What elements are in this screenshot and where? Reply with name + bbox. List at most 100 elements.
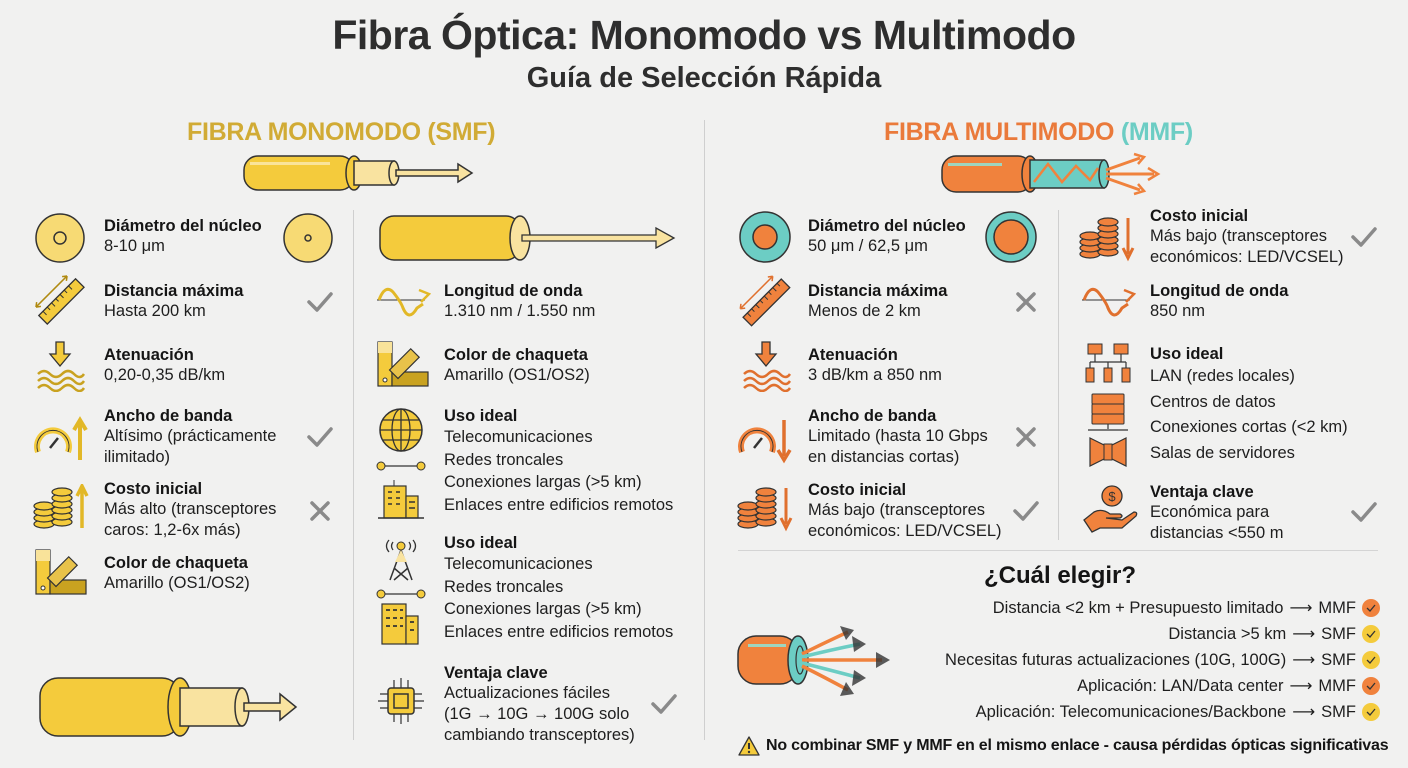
speedometer-down-icon <box>738 420 792 464</box>
check-badge-icon <box>1362 625 1380 643</box>
smf-jacket-color: Color de chaqueta Amarillo (OS1/OS2) <box>104 553 250 594</box>
antenna-tower-icon <box>376 539 426 645</box>
rule-result: SMF <box>1321 650 1356 669</box>
cross-icon <box>1014 290 1038 314</box>
choose-title: ¿Cuál elegir? <box>984 562 1137 589</box>
rule-result: MMF <box>1318 598 1356 617</box>
choose-rule-2: Distancia >5 km ⟶ SMF <box>1168 621 1380 647</box>
smf-initial-cost: Costo inicial Más alto (transceptores ca… <box>104 479 276 541</box>
color-swatch-icon <box>377 341 429 387</box>
item-heading: Costo inicial <box>808 481 907 499</box>
center-divider <box>704 120 705 740</box>
core-circle-icon <box>739 211 791 263</box>
choose-rule-1: Distancia <2 km + Presupuesto limitado ⟶… <box>993 595 1380 621</box>
coins-down-icon <box>737 487 793 532</box>
check-icon <box>650 692 678 716</box>
item-heading: Color de chaqueta <box>104 554 248 572</box>
smf-key-advantage: Ventaja clave Actualizaciones fáciles (1… <box>444 663 635 746</box>
ruler-icon <box>739 275 791 327</box>
item-value: Más bajo (transceptores <box>808 501 985 519</box>
rule-condition: Distancia >5 km <box>1168 624 1287 643</box>
smf-column-divider <box>353 210 354 740</box>
item-value: Hasta 200 km <box>104 302 206 320</box>
smf-attenuation: Atenuación 0,20-0,35 dB/km <box>104 345 225 386</box>
hand-money-icon: $ <box>1083 485 1138 533</box>
item-heading: Ventaja clave <box>444 664 548 682</box>
core-circle-icon <box>35 213 85 263</box>
warning-text: No combinar SMF y MMF en el mismo enlace… <box>766 737 1389 754</box>
wave-icon <box>377 287 431 317</box>
rule-result: SMF <box>1321 702 1356 721</box>
item-value: LAN (redes locales) <box>1150 367 1295 385</box>
mmf-initial-cost-2: Costo inicial Más bajo (transceptores ec… <box>1150 206 1344 268</box>
smf-bandwidth: Ancho de banda Altísimo (prácticamente i… <box>104 406 276 468</box>
item-value: caros: 1,2-6x más) <box>104 521 241 539</box>
item-heading: Costo inicial <box>1150 207 1249 225</box>
check-icon <box>1350 500 1378 524</box>
arrow-icon: ⟶ <box>1289 678 1313 695</box>
mmf-ideal-use: Uso ideal LAN (redes locales) Centros de… <box>1150 344 1348 466</box>
smf-cable-icon <box>39 677 298 737</box>
mmf-bandwidth: Ancho de banda Limitado (hasta 10 Gbps e… <box>808 406 988 468</box>
smf-ideal-use-1: Uso ideal Telecomunicaciones Redes tronc… <box>444 406 673 516</box>
item-value: 50 μm / 62,5 μm <box>808 237 928 255</box>
item-value: Redes troncales <box>444 450 564 469</box>
warning-banner: No combinar SMF y MMF en el mismo enlace… <box>738 736 1389 756</box>
smf-cable-icon <box>243 155 474 191</box>
item-heading: Color de chaqueta <box>444 346 588 364</box>
item-heading: Distancia máxima <box>104 282 244 300</box>
check-icon <box>1350 225 1378 249</box>
item-value: Más alto (transceptores <box>104 500 277 518</box>
arrow-icon: ⟶ <box>1292 626 1316 643</box>
ruler-icon <box>35 275 85 325</box>
item-value: Telecomunicaciones <box>444 555 593 573</box>
attenuation-icon <box>37 341 86 392</box>
item-heading: Uso ideal <box>444 407 518 425</box>
smf-section-title: FIBRA MONOMODO (SMF) <box>187 118 496 146</box>
smf-core-diameter: Diámetro del núcleo 8-10 μm <box>104 216 262 257</box>
choose-rule-3: Necesitas futuras actualizaciones (10G, … <box>945 647 1380 673</box>
mmf-key-advantage: Ventaja clave Económica para distancias … <box>1150 482 1283 544</box>
item-value: cambiando transceptores) <box>444 726 635 744</box>
item-value: económicos: LED/VCSEL) <box>1150 248 1344 266</box>
item-heading: Ancho de banda <box>104 407 233 425</box>
rule-condition: Aplicación: LAN/Data center <box>1077 676 1284 695</box>
mmf-title-accent: (MMF) <box>1120 118 1193 146</box>
item-value: Más bajo (transceptores <box>1150 227 1327 245</box>
arrow-icon: ⟶ <box>1292 652 1316 669</box>
item-value: 0,20-0,35 dB/km <box>104 366 226 384</box>
svg-text:$: $ <box>1108 489 1116 504</box>
mmf-column-divider <box>1058 210 1059 540</box>
item-heading: Uso ideal <box>1150 345 1224 363</box>
item-value: Redes troncales <box>444 577 564 596</box>
item-value: Enlaces entre edificios remotos <box>444 495 674 514</box>
mmf-core-diameter: Diámetro del núcleo 50 μm / 62,5 μm <box>808 216 966 257</box>
check-badge-icon <box>1362 703 1380 721</box>
core-circle-icon <box>985 211 1037 263</box>
item-heading: Ventaja clave <box>1150 483 1254 501</box>
item-value: Conexiones largas (>5 km) <box>444 600 642 618</box>
item-heading: Longitud de onda <box>444 282 583 300</box>
item-value: Centros de datos <box>1150 392 1276 411</box>
mmf-max-distance: Distancia máxima Menos de 2 km <box>808 281 947 322</box>
item-heading: Uso ideal <box>444 534 518 552</box>
chip-icon <box>378 678 424 724</box>
rule-condition: Aplicación: Telecomunicaciones/Backbone <box>975 702 1287 721</box>
mmf-cable-icon <box>941 152 1161 196</box>
cross-icon <box>1014 425 1038 449</box>
smf-fiber-beam-icon <box>379 215 676 261</box>
item-value: en distancias cortas) <box>808 448 960 466</box>
item-value: económicos: LED/VCSEL) <box>808 522 1002 540</box>
coins-down-icon <box>1079 217 1135 262</box>
mmf-initial-cost: Costo inicial Más bajo (transceptores ec… <box>808 480 1002 542</box>
smf-jacket-color-2: Color de chaqueta Amarillo (OS1/OS2) <box>444 345 590 386</box>
item-heading: Atenuación <box>104 346 194 364</box>
rule-result: MMF <box>1318 676 1356 695</box>
item-value: Amarillo (OS1/OS2) <box>444 366 590 384</box>
item-heading: Costo inicial <box>104 480 203 498</box>
page-title: Fibra Óptica: Monomodo vs Multimodo <box>332 12 1076 58</box>
globe-icon <box>376 408 426 519</box>
core-circle-icon <box>283 213 333 263</box>
smf-wavelength: Longitud de onda 1.310 nm / 1.550 nm <box>444 281 595 322</box>
speedometer-up-icon <box>34 416 88 460</box>
